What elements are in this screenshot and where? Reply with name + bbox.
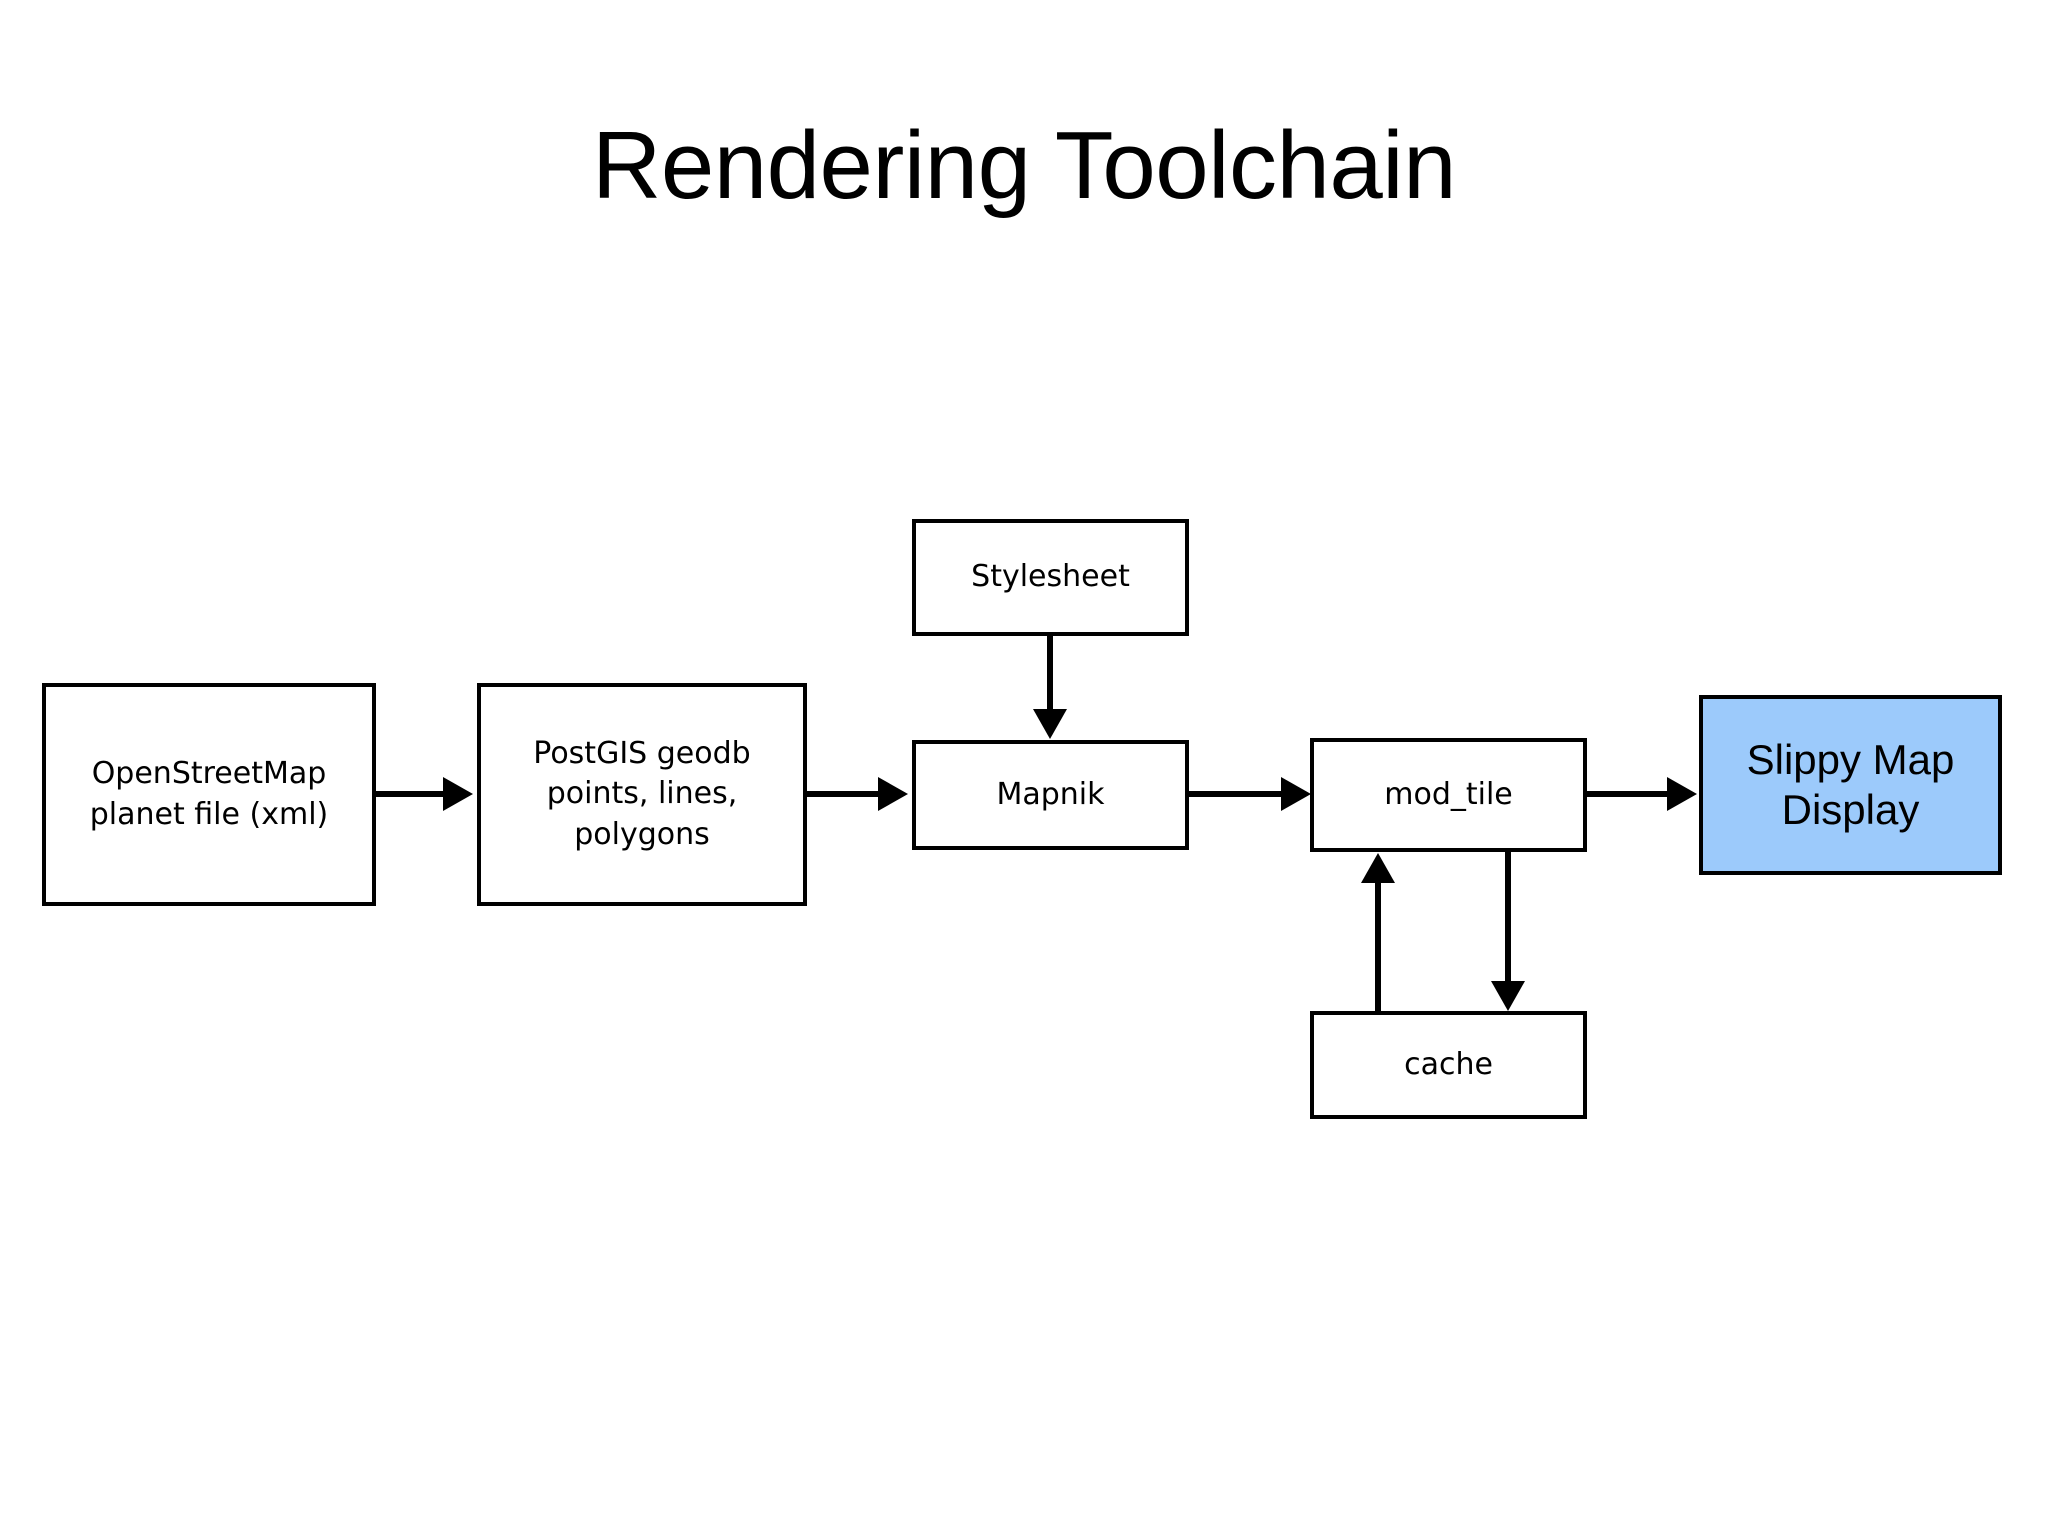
arrow-up-icon bbox=[1361, 853, 1395, 883]
node-label: Stylesheet bbox=[971, 559, 1130, 595]
node-openstreetmap-planet-file[interactable]: OpenStreetMap planet file (xml) bbox=[42, 683, 376, 906]
edge-stylesheet-to-mapnik bbox=[1047, 636, 1053, 716]
node-label: Mapnik bbox=[996, 776, 1105, 812]
node-label: PostGIS geodb points, lines, polygons bbox=[481, 734, 803, 856]
arrow-down-icon bbox=[1491, 981, 1525, 1011]
edge-postgis-to-mapnik bbox=[807, 791, 884, 797]
edge-mapnik-to-mod-tile bbox=[1189, 791, 1285, 797]
page-title: Rendering Toolchain bbox=[591, 112, 1457, 219]
edge-mod-tile-to-cache bbox=[1505, 852, 1511, 987]
node-label-line2: planet file (xml) bbox=[89, 796, 329, 832]
node-label-line1: OpenStreetMap bbox=[91, 756, 327, 791]
node-label-line2: Display bbox=[1781, 786, 1920, 833]
node-label-line1: PostGIS geodb bbox=[533, 735, 751, 771]
node-mod-tile[interactable]: mod_tile bbox=[1310, 738, 1587, 852]
arrow-right-icon bbox=[443, 777, 473, 811]
node-mapnik[interactable]: Mapnik bbox=[912, 740, 1189, 850]
node-label: cache bbox=[1404, 1046, 1493, 1082]
node-label-line3: polygons bbox=[574, 816, 710, 852]
node-stylesheet[interactable]: Stylesheet bbox=[912, 519, 1189, 636]
edge-osm-to-postgis bbox=[376, 791, 452, 797]
node-postgis-geodb[interactable]: PostGIS geodb points, lines, polygons bbox=[477, 683, 807, 906]
arrow-down-icon bbox=[1033, 709, 1067, 739]
edge-mod-tile-to-slippy-map bbox=[1587, 791, 1671, 797]
node-cache[interactable]: cache bbox=[1310, 1011, 1587, 1119]
node-label: OpenStreetMap planet file (xml) bbox=[46, 754, 372, 835]
node-label: mod_tile bbox=[1384, 776, 1513, 812]
node-label-line2: points, lines, bbox=[546, 776, 738, 812]
arrow-right-icon bbox=[1281, 777, 1311, 811]
arrow-right-icon bbox=[878, 777, 908, 811]
node-label-line1: Slippy Map bbox=[1746, 736, 1955, 784]
arrow-right-icon bbox=[1667, 777, 1697, 811]
edge-cache-to-mod-tile bbox=[1375, 882, 1381, 1013]
